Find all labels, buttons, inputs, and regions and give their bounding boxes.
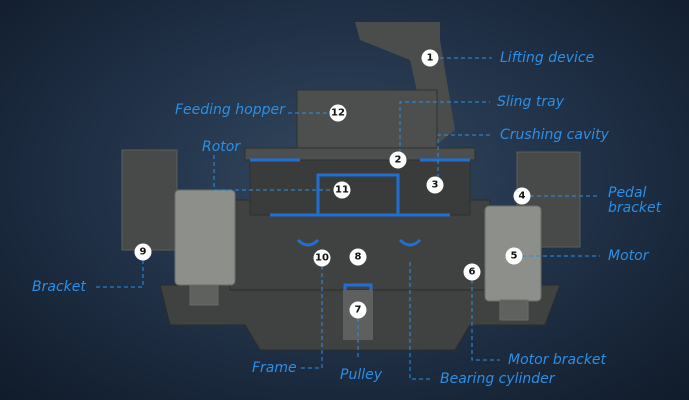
label-frame: Frame <box>252 360 297 376</box>
marker-3: 3 <box>426 176 444 194</box>
hopper-shape <box>244 89 476 216</box>
rotor-blue <box>250 158 470 297</box>
marker-6: 6 <box>463 263 481 281</box>
label-crushing-cavity: Crushing cavity <box>500 127 609 143</box>
label-feeding-hopper: Feeding hopper <box>175 102 285 118</box>
label-motor: Motor <box>608 248 649 264</box>
marker-12: 12 <box>329 104 347 122</box>
marker-2: 2 <box>389 151 407 169</box>
marker-5: 5 <box>505 247 523 265</box>
label-rotor: Rotor <box>202 139 241 155</box>
marker-4: 4 <box>513 187 531 205</box>
label-bearing-cylinder: Bearing cylinder <box>440 371 555 387</box>
marker-1: 1 <box>421 49 439 67</box>
label-lifting-device: Lifting device <box>500 50 595 66</box>
marker-8: 8 <box>349 248 367 266</box>
label-pulley: Pulley <box>340 367 382 383</box>
marker-11: 11 <box>333 181 351 199</box>
label-motor-bracket: Motor bracket <box>508 352 607 368</box>
marker-10: 10 <box>313 249 331 267</box>
label-pedal-bracket-line1: Pedal <box>608 185 647 201</box>
label-bracket: Bracket <box>32 279 86 295</box>
leader-lines <box>95 57 600 380</box>
label-pedal-bracket-line2: bracket <box>608 200 662 216</box>
marker-7: 7 <box>349 301 367 319</box>
marker-9: 9 <box>134 243 152 261</box>
label-sling-tray: Sling tray <box>497 94 564 110</box>
